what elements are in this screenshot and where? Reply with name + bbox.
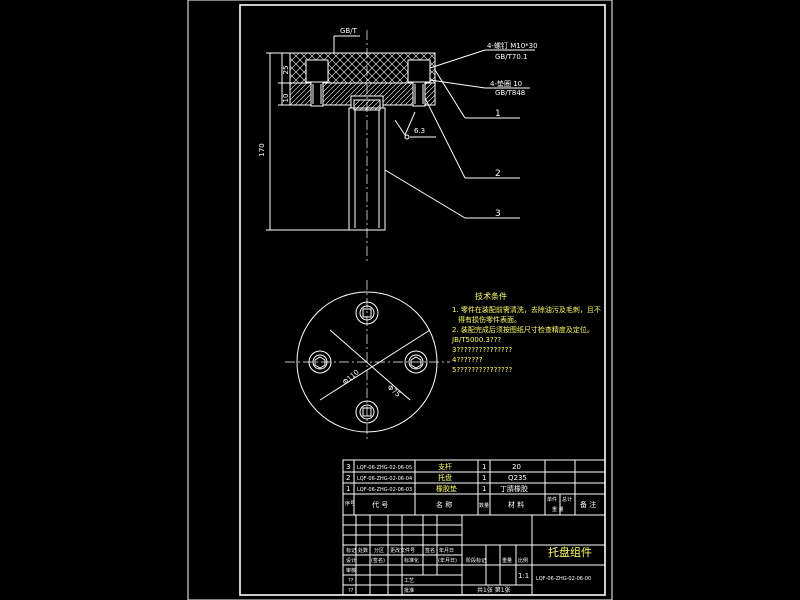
svg-text:2: 2 <box>346 474 350 482</box>
screw-right <box>407 59 431 107</box>
tech-line-5: 3??????????????? <box>452 346 512 354</box>
washer-spec: 4-垫圈 10 <box>490 79 522 88</box>
label-date: 年月日 <box>439 547 454 554</box>
label-review: 审核 <box>346 567 356 574</box>
sheet-count: 共1张 第1张 <box>477 586 511 594</box>
dim-plate-lower: 10 <box>282 94 290 103</box>
svg-text:材 料: 材 料 <box>508 500 524 509</box>
svg-text:丁腈橡胶: 丁腈橡胶 <box>500 484 528 493</box>
svg-text:总计: 总计 <box>562 496 572 503</box>
label-process: 工艺 <box>404 578 414 584</box>
date-mark: (年月日) <box>438 557 457 564</box>
label-ratio: 比例 <box>518 557 528 564</box>
svg-text:支杆: 支杆 <box>438 462 452 471</box>
svg-text:20: 20 <box>512 463 521 471</box>
svg-text:序号: 序号 <box>345 500 355 507</box>
label-standard: 标准化 <box>404 557 419 564</box>
tech-line-7: 5??????????????? <box>452 366 512 374</box>
screw-left <box>305 59 329 107</box>
parts-list: 3 LQF-06-ZHG-02-06-05 支杆 1 20 2 LQF-06-Z… <box>342 459 606 516</box>
parts-row-2: 2 LQF-06-ZHG-02-06-04 托盘 1 Q235 <box>346 473 527 482</box>
svg-text:LQF-06-ZHG-02-06-04: LQF-06-ZHG-02-06-04 <box>357 476 412 482</box>
svg-text:名 称: 名 称 <box>436 500 452 509</box>
tech-line-4: JB/T5000.3??? <box>451 336 501 344</box>
svg-text:3: 3 <box>346 463 350 471</box>
blank-mark-2: ?? <box>348 588 354 594</box>
label-stage: 阶段标记 <box>466 557 486 564</box>
dim-plate-thickness: 25 <box>282 66 290 75</box>
top-view: Φ110 Φ75 <box>285 280 450 440</box>
drawing-title: 托盘组件 <box>548 545 592 559</box>
outer-frame <box>187 0 613 600</box>
parts-row-3: 3 LQF-06-ZHG-02-06-05 支杆 1 20 <box>346 462 521 471</box>
dim-overall-height: 170 <box>258 143 266 156</box>
svg-text:单件: 单件 <box>547 496 557 503</box>
dim-outer-diameter: Φ110 <box>341 368 361 386</box>
bolt-hole-left <box>308 350 332 374</box>
blank-mark-1: ?? <box>348 578 354 584</box>
parts-header: 序号 代 号 名 称 数量 材 料 单件 总计 重 量 备 注 <box>345 496 596 513</box>
bolt-hole-right <box>404 350 428 374</box>
label-count: 处数 <box>358 547 368 554</box>
washer-std: GB/T848 <box>495 89 525 97</box>
svg-text:1: 1 <box>482 474 486 482</box>
bolt-hole-top <box>355 301 379 325</box>
label-weight: 重量 <box>502 557 512 564</box>
svg-text:1: 1 <box>482 485 486 493</box>
label-mark: 标记 <box>346 547 356 554</box>
svg-text:1: 1 <box>346 485 350 493</box>
tech-line-6: 4??????? <box>452 356 483 364</box>
label-zone: 分区 <box>374 547 384 554</box>
svg-text:数量: 数量 <box>479 502 489 509</box>
tech-line-1: 1. 零件在装配前需清洗，去除油污及毛刺，且不 <box>452 305 601 314</box>
svg-text:代 号: 代 号 <box>372 500 388 509</box>
label-approve: 批准 <box>404 587 414 594</box>
scale-value: 1:1 <box>518 572 529 580</box>
tech-line-3: 2. 装配完成后须按图纸尺寸检查精度及定位。 <box>452 325 594 334</box>
top-note: GB/T <box>340 27 358 35</box>
roughness-value: 6.3 <box>414 127 425 135</box>
balloon-3: 3 <box>495 209 501 219</box>
title-block: 标记 处数 分区 更改文件号 签名 年月日 设计 (签名) (年月日) 标准化 … <box>342 514 606 596</box>
balloon-1: 1 <box>495 109 501 119</box>
dim-bolt-circle: Φ75 <box>386 383 402 398</box>
svg-text:重 量: 重 量 <box>552 506 564 513</box>
svg-text:橡胶垫: 橡胶垫 <box>436 484 457 493</box>
bolt-hole-bottom <box>355 400 379 424</box>
sign-mark: (签名) <box>371 557 385 564</box>
drawing-number: LQF-06-ZHG-02-06-00 <box>536 576 591 582</box>
svg-text:备 注: 备 注 <box>580 500 596 509</box>
svg-text:1: 1 <box>482 463 486 471</box>
technical-requirements: 技术条件 1. 零件在装配前需清洗，去除油污及毛刺，且不 得有损伤零件表面。 2… <box>451 291 601 374</box>
svg-text:托盘: 托盘 <box>438 473 452 482</box>
label-change-doc: 更改文件号 <box>390 547 415 554</box>
label-signature: 签名 <box>425 547 435 554</box>
label-design: 设计 <box>346 557 356 564</box>
balloon-2: 2 <box>495 169 501 179</box>
tech-line-2: 得有损伤零件表面。 <box>458 315 521 324</box>
svg-text:LQF-06-ZHG-02-06-03: LQF-06-ZHG-02-06-03 <box>357 487 412 493</box>
svg-text:LQF-06-ZHG-02-06-05: LQF-06-ZHG-02-06-05 <box>357 465 412 471</box>
screw-std: GB/T70.1 <box>495 53 527 61</box>
svg-text:Q235: Q235 <box>508 474 527 482</box>
screw-spec: 4-螺钉 M10*30 <box>487 41 538 50</box>
front-view-section: 170 25 10 GB/T 4-螺钉 M10*30 GB/T70.1 4-垫圈… <box>258 27 538 262</box>
parts-row-1: 1 LQF-06-ZHG-02-06-03 橡胶垫 1 丁腈橡胶 <box>346 484 528 493</box>
tech-title: 技术条件 <box>475 291 507 301</box>
